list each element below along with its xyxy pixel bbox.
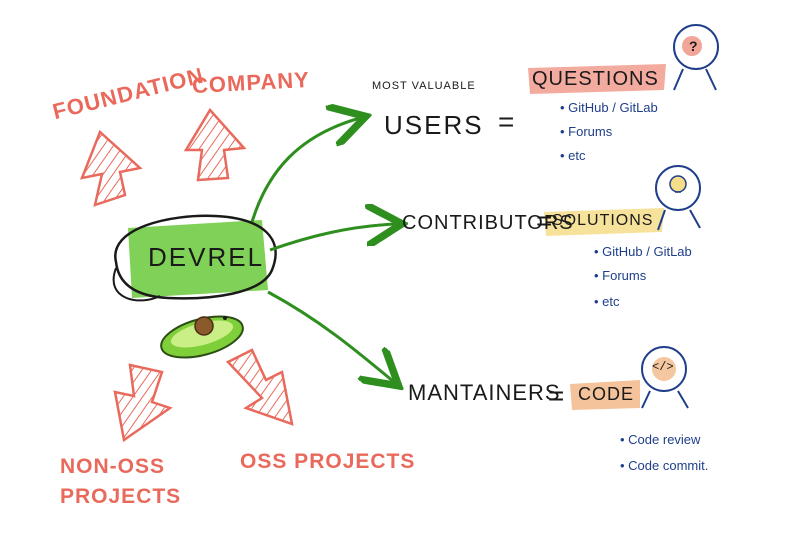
solutions-item: • GitHub / GitLab	[594, 244, 692, 259]
item-text: GitHub / GitLab	[602, 244, 692, 259]
item-text: Code review	[628, 432, 701, 447]
equals-mantainers: =	[548, 380, 565, 411]
label-contributors: CONTRIBUTORS	[402, 212, 574, 234]
item-text: Forums	[568, 124, 613, 139]
questions-highlight	[528, 64, 666, 94]
solutions-highlight	[544, 208, 664, 236]
code-highlight	[570, 380, 640, 410]
label-questions: QUESTIONS	[532, 68, 659, 90]
arrow-up-company	[183, 107, 247, 182]
item-text: etc	[568, 148, 586, 163]
arrow-to-mantainers	[267, 290, 394, 382]
arrow-down-oss	[225, 348, 294, 426]
arrow-to-contributors	[269, 224, 396, 252]
question-symbol: ?	[689, 38, 698, 54]
code-symbol: </>	[652, 360, 674, 374]
label-mantainers: MANTAINERS	[408, 380, 561, 405]
arrow-down-non-oss	[113, 363, 173, 443]
label-oss-projects: OSS PROJECTS	[240, 450, 416, 473]
equals-users: =	[498, 106, 515, 137]
questions-item: • GitHub / GitLab	[560, 100, 658, 115]
arrow-up-foundation	[80, 129, 143, 207]
avocado-icon	[160, 315, 244, 359]
label-solutions: SOLUTIONS	[552, 212, 654, 229]
solutions-item: • etc	[594, 294, 620, 309]
equals-contributors: =	[536, 205, 553, 236]
arrow-to-users	[250, 118, 360, 223]
label-non-oss-line1: NON-OSS	[60, 455, 166, 478]
item-text: etc	[602, 294, 620, 309]
solutions-item: • Forums	[594, 268, 647, 283]
code-brackets-head-icon	[641, 346, 689, 409]
question-mark-head-icon	[673, 24, 719, 91]
label-most-valuable: MOST VALUABLE	[372, 80, 476, 92]
lightbulb-head-icon	[655, 165, 701, 231]
label-devrel: DEVREL	[148, 242, 265, 272]
label-non-oss-line2: PROJECTS	[60, 485, 182, 508]
label-users: USERS	[384, 110, 484, 140]
questions-item: • Forums	[560, 124, 613, 139]
item-text: GitHub / GitLab	[568, 100, 658, 115]
code-item: • Code commit.	[620, 458, 709, 473]
devrel-bubble	[112, 214, 277, 302]
questions-item: • etc	[560, 148, 586, 163]
code-item: • Code review	[620, 432, 701, 447]
label-code: CODE	[578, 384, 635, 404]
item-text: Forums	[602, 268, 647, 283]
item-text: Code commit.	[628, 458, 709, 473]
